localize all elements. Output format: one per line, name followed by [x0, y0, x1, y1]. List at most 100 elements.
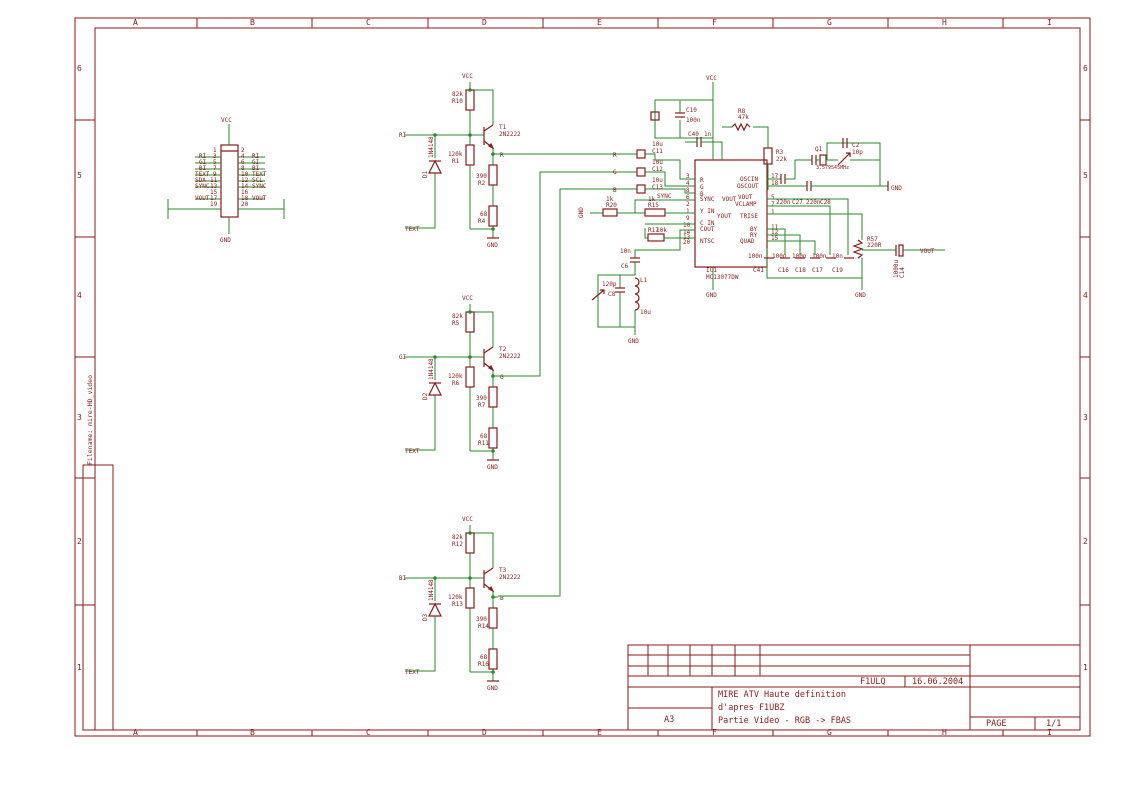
resistor-bias-bottom — [465, 144, 475, 166]
connector-right-text: TEXT — [252, 171, 267, 178]
stage-r-top-ref: R10 — [452, 98, 463, 105]
encoder-pin-name-yout: YOUT — [717, 213, 732, 220]
zone-col-d-bottom: D — [482, 728, 487, 737]
resistor-load — [488, 648, 498, 670]
encoder-pin-1r: 1 — [771, 209, 775, 216]
zone-row-2-left: 2 — [77, 537, 82, 546]
stage-node-label: B — [500, 595, 504, 602]
stage-text-label: TEXT — [405, 226, 420, 233]
resistor-bias-top — [465, 532, 475, 554]
cap-c12-ref: C12 — [652, 166, 663, 173]
connector-left-ri: RI — [199, 153, 207, 160]
zone-row-6-left: 6 — [77, 64, 82, 73]
crystal-q1-value: 3.579545MHz — [816, 165, 849, 171]
zone-row-5-left: 5 — [77, 171, 82, 180]
resistor-emitter — [488, 607, 498, 629]
stage-transistor-ref: T1 — [499, 124, 507, 131]
encoder-pin-20: 20 — [683, 239, 691, 246]
stage-r-load-ref: R4 — [478, 218, 486, 225]
cap-c11-value: 10u — [652, 141, 663, 148]
node-b-label: B — [613, 187, 617, 194]
encoder-pin-name-b: B — [700, 191, 704, 198]
zone-col-d-top: D — [482, 18, 487, 27]
connector-right-vout: VOUT — [252, 195, 267, 202]
stage-node-label: R — [500, 152, 504, 159]
encoder-pin-5: 5 — [771, 194, 775, 201]
connector-right-sync: SYNC — [252, 183, 267, 190]
cap-c16-value: 100n — [772, 253, 787, 260]
stage-r-top-ref: R12 — [452, 541, 463, 548]
zone-col-g-bottom: G — [827, 728, 832, 737]
diode-symbol — [428, 381, 442, 396]
stage-diode-ref: D2 — [422, 392, 429, 400]
cap-c41-ref: C41 — [753, 267, 764, 274]
zone-col-f-bottom: F — [712, 728, 717, 737]
encoder-pin-12: 12 — [771, 229, 779, 236]
cap-c8-value: 120p — [602, 281, 617, 288]
stage-r-bias-ref: R1 — [452, 158, 460, 165]
connector-pin-5: 5 — [213, 159, 217, 166]
stage-r-top-value: 82k — [452, 91, 463, 98]
connector-left-gi: GI — [199, 159, 207, 166]
connector-pin-6: 6 — [241, 159, 245, 166]
cap-c28-value: 220n — [806, 199, 821, 206]
filter-gnd: GND — [628, 338, 639, 345]
res-r20-value: 1k — [606, 196, 614, 203]
filename-box — [82, 464, 114, 731]
cap-c13-value: 10u — [652, 177, 663, 184]
stage-r-bias-ref: R6 — [452, 380, 460, 387]
encoder-pin-name-trise: TRISE — [740, 213, 758, 220]
resistor-emitter — [488, 164, 498, 186]
encoder-pin-name-ry: RY — [750, 232, 758, 239]
zone-col-h-top: H — [942, 18, 947, 27]
connector-pin-15: 15 — [210, 189, 218, 196]
encoder-pin-1: 1 — [686, 208, 690, 215]
sync-input-label: SYNC — [657, 193, 672, 200]
zone-col-i-bottom: I — [1047, 728, 1052, 737]
zone-row-2-right: 2 — [1083, 537, 1088, 546]
stage-red: VCC82kR10120kR1390R268R4T12N2222RITEXTGN… — [399, 73, 521, 249]
title-date: 16.06.2004 — [912, 677, 963, 687]
stage-input-label: GI — [399, 354, 407, 361]
zone-row-4-left: 4 — [77, 291, 82, 300]
node-g-label: G — [613, 169, 617, 176]
resistor-load — [488, 427, 498, 449]
stage-transistor-type: 2N2222 — [499, 131, 521, 138]
connector-pin-12: 12 — [241, 177, 249, 184]
cap-c28-ref: C28 — [820, 199, 831, 206]
connector-pin-1: 1 — [213, 147, 217, 154]
trim-c2-ref: C2 — [852, 142, 860, 149]
encoder-pin-7: 7 — [771, 201, 775, 208]
zone-col-i-top: I — [1047, 18, 1052, 27]
yin-gnd: GND — [578, 207, 585, 218]
res-r3-value: 22k — [776, 156, 787, 163]
encoder-decoupling — [650, 99, 773, 190]
zone-col-g-top: G — [827, 18, 832, 27]
output-network — [764, 198, 945, 290]
stage-r-load-value: 68 — [480, 211, 488, 218]
resistor-bias-top — [465, 89, 475, 111]
encoder-pin-name-cin: C IN — [700, 220, 715, 227]
cap-c18-value: 100n — [792, 253, 807, 260]
cap-c13-ref: C13 — [652, 184, 663, 191]
stage-transistor-type: 2N2222 — [499, 574, 521, 581]
cap-c14-value: 1000u — [893, 260, 900, 278]
connector-left-text: TEXT — [195, 171, 210, 178]
stage-gnd: GND — [487, 685, 498, 692]
diode-symbol — [428, 602, 442, 617]
stage-r-bias-value: 120k — [448, 373, 463, 380]
crystal-network — [767, 138, 889, 191]
zone-col-h-bottom: H — [942, 728, 947, 737]
stage-r-top-value: 82k — [452, 534, 463, 541]
stage-r-emitter-ref: R14 — [478, 623, 489, 630]
connector-right-ri: RI — [252, 153, 260, 160]
res-r3-ref: R3 — [776, 149, 784, 156]
vout-label: VOUT — [920, 248, 935, 255]
encoder-ic-ref: IC1 — [706, 267, 717, 274]
title-page-label: PAGE — [986, 719, 1006, 729]
connector-pin-14: 14 — [241, 183, 249, 190]
encoder-pin-17: 17 — [771, 173, 779, 180]
filename-label: Filename: mire-HD_video — [86, 375, 94, 465]
connector-pin-13: 13 — [210, 183, 218, 190]
cap-c6-ref: C6 — [621, 263, 629, 270]
